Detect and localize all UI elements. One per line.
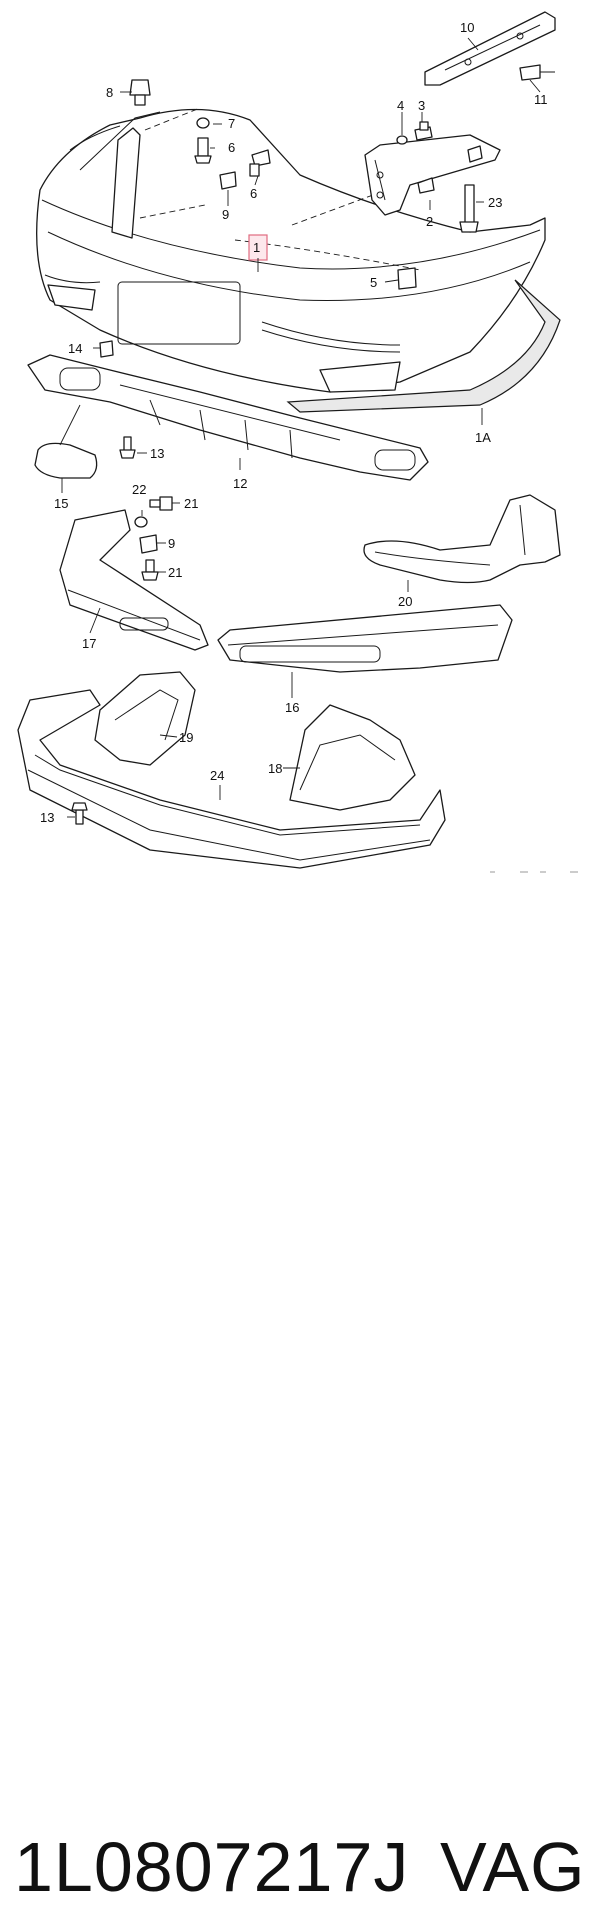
callout-5: 5 (370, 275, 377, 290)
clip-5 (397, 267, 417, 290)
screw-21a (149, 496, 173, 511)
callout-7: 7 (228, 116, 235, 131)
clip-9b (139, 534, 158, 554)
bolt-3 (414, 121, 433, 141)
callout-13a: 13 (150, 446, 164, 461)
cover-15 (34, 442, 98, 479)
callout-12: 12 (233, 476, 247, 491)
callout-6a: 6 (228, 140, 235, 155)
callout-17: 17 (82, 636, 96, 651)
bracket-19 (94, 671, 196, 766)
maker-label: VAG (440, 1828, 586, 1906)
callout-4: 4 (397, 98, 404, 113)
washer-7 (196, 117, 210, 129)
callout-8: 8 (106, 85, 113, 100)
bracket-10 (424, 11, 556, 86)
clip-14 (99, 340, 114, 358)
callout-21b: 21 (168, 565, 182, 580)
lower-spoiler (27, 354, 429, 481)
callout-13b: 13 (40, 810, 54, 825)
callout-9b: 9 (168, 536, 175, 551)
side-mounting-bracket (364, 134, 501, 216)
clip-9a (219, 171, 237, 190)
bracket-17 (59, 509, 209, 651)
callout-2: 2 (426, 214, 433, 229)
bumper-cover (36, 108, 546, 393)
caption: 1L0807217J VAG (0, 905, 600, 1906)
screw-6a (194, 137, 212, 164)
callout-23: 23 (488, 195, 502, 210)
callout-20: 20 (398, 594, 412, 609)
callout-21a: 21 (184, 496, 198, 511)
callout-10: 10 (460, 20, 474, 35)
washer-4 (396, 135, 408, 145)
clip-11 (519, 64, 555, 81)
callout-19: 19 (179, 730, 193, 745)
callout-9a: 9 (222, 207, 229, 222)
callout-22: 22 (132, 482, 146, 497)
screw-21b (141, 559, 159, 581)
screw-6b (249, 149, 271, 177)
callout-11: 11 (534, 92, 548, 107)
leader-lines (61, 37, 541, 818)
callout-1a: 1A (475, 430, 491, 445)
air-duct-20 (363, 494, 561, 584)
callouts: 1 1A 2 3 4 5 6 6 7 8 9 9 10 11 12 13 13 … (40, 20, 548, 825)
callout-24: 24 (210, 768, 224, 783)
callout-3: 3 (418, 98, 425, 113)
screw-13a (119, 436, 136, 459)
part-number: 1L0807217J (14, 1828, 410, 1906)
callout-14: 14 (68, 341, 82, 356)
parts-exploded-diagram: 1 1A 2 3 4 5 6 6 7 8 9 9 10 11 12 13 13 … (17, 11, 578, 873)
callout-1: 1 (253, 240, 260, 255)
callout-15: 15 (54, 496, 68, 511)
callout-16: 16 (285, 700, 299, 715)
undertray-24 (17, 689, 446, 869)
callout-6b: 6 (250, 186, 257, 201)
clip-8 (129, 79, 151, 106)
washer-22 (134, 516, 148, 528)
inner-support-bracket (79, 111, 161, 239)
screw-13b (71, 802, 88, 825)
callout-18: 18 (268, 761, 282, 776)
bracket-18 (289, 704, 416, 811)
bolt-23 (459, 184, 479, 233)
foam-strip (286, 279, 561, 413)
bracket-16 (217, 604, 513, 673)
